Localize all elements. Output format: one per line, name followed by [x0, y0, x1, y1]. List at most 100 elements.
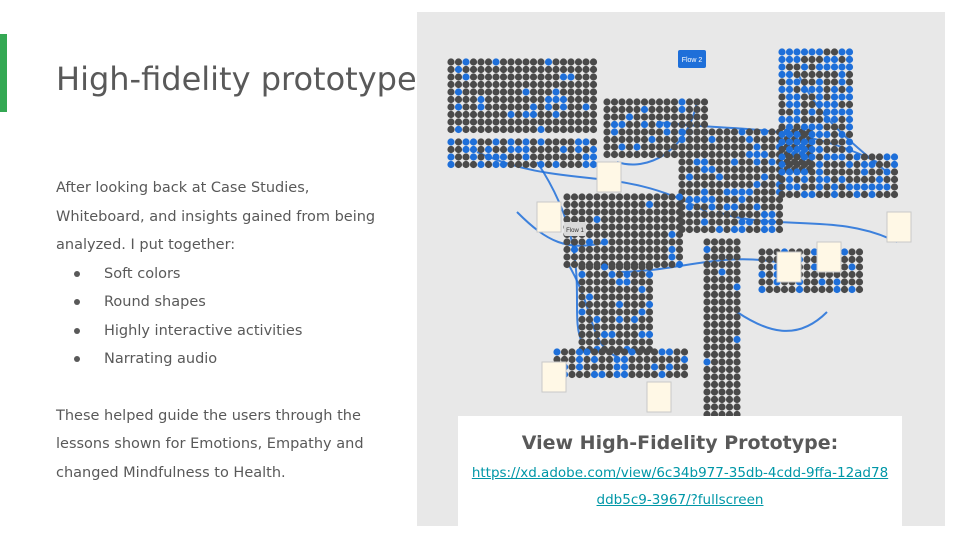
- flow-node: [469, 103, 478, 111]
- flow-node: [693, 120, 701, 129]
- flow-node: [559, 80, 568, 89]
- flow-node: [578, 308, 586, 316]
- flow-node: [815, 115, 824, 124]
- flow-node: [537, 110, 545, 119]
- flow-node: [544, 145, 553, 154]
- flow-node: [628, 370, 636, 379]
- flow-node: [633, 150, 641, 159]
- flow-node: [585, 330, 594, 339]
- prototype-link[interactable]: https://xd.adobe.com/view/6c34b977-35db-…: [471, 465, 889, 508]
- flow-node: [559, 58, 568, 66]
- flow-node: [553, 348, 561, 356]
- flow-node: [648, 98, 656, 106]
- flow-node: [680, 363, 689, 371]
- flow-node: [723, 135, 731, 144]
- flow-node: [645, 253, 654, 261]
- flow-node: [615, 193, 624, 201]
- flow-node: [507, 58, 515, 66]
- flow-node: [725, 373, 734, 381]
- flow-node: [600, 238, 609, 246]
- flow-node: [853, 190, 861, 199]
- flow-node: [454, 95, 463, 104]
- flow-node: [605, 348, 614, 356]
- flow-node: [578, 315, 586, 324]
- flow-node: [815, 145, 824, 154]
- flow-node: [710, 350, 719, 359]
- flow-node: [593, 200, 601, 209]
- flow-node: [765, 255, 774, 264]
- flow-node: [665, 370, 674, 379]
- flow-node: [638, 323, 646, 331]
- flow-node: [625, 128, 634, 136]
- flow-node: [469, 118, 478, 126]
- flow-node: [845, 138, 854, 146]
- flow-node: [645, 200, 654, 209]
- flow-node: [700, 180, 709, 189]
- flow-node: [648, 105, 656, 114]
- flow-node: [593, 338, 601, 346]
- flow-node: [613, 363, 621, 371]
- flow-node: [778, 63, 786, 71]
- flow-node: [469, 58, 478, 66]
- flow-node: [578, 323, 586, 331]
- flow-node: [823, 123, 831, 131]
- flow-node: [663, 120, 671, 129]
- flow-node: [608, 315, 616, 324]
- flow-node: [718, 380, 726, 389]
- flow-node: [685, 210, 694, 219]
- flow-node: [537, 145, 545, 154]
- flow-node: [537, 58, 545, 66]
- flow-node: [653, 193, 661, 201]
- flow-node: [630, 238, 639, 246]
- flow-node: [693, 105, 701, 114]
- flow-node: [522, 118, 530, 126]
- flow-node: [700, 135, 709, 144]
- flow-node: [589, 65, 598, 74]
- flow-node: [559, 103, 568, 111]
- flow-node: [700, 120, 709, 129]
- flow-node: [492, 95, 500, 104]
- flow-node: [710, 253, 719, 261]
- flow-node: [563, 200, 571, 209]
- flow-node: [663, 135, 671, 144]
- flow-node: [793, 85, 801, 94]
- flow-node: [730, 150, 739, 159]
- flow-node: [823, 48, 831, 56]
- flow-node: [808, 160, 816, 169]
- flow-node: [514, 95, 523, 104]
- flow-node: [578, 330, 586, 339]
- flow-node: [638, 193, 646, 201]
- flow-node: [758, 270, 766, 279]
- flow-node: [623, 293, 631, 301]
- flow-node: [544, 73, 553, 81]
- flow-node: [454, 65, 463, 74]
- flow-node: [710, 238, 719, 246]
- flow-node: [793, 160, 801, 169]
- flow-node: [608, 215, 616, 224]
- flow-node: [708, 188, 716, 196]
- flow-node: [860, 175, 869, 184]
- flow-node: [703, 283, 711, 291]
- flow-node: [723, 165, 731, 174]
- flow-node: [723, 195, 731, 204]
- flow-node: [469, 95, 478, 104]
- flow-node: [838, 160, 846, 169]
- flow-node: [658, 363, 666, 371]
- flow-node: [673, 370, 681, 379]
- flow-node: [838, 85, 846, 94]
- flow-node: [653, 215, 661, 224]
- flow-node: [570, 238, 579, 246]
- flow-node: [585, 338, 594, 346]
- flow-node: [610, 105, 619, 114]
- flow-node: [593, 230, 601, 239]
- flow-node: [630, 323, 639, 331]
- flow-node: [660, 260, 669, 269]
- flow-node: [618, 98, 626, 106]
- flow-node: [710, 388, 719, 396]
- flow-node: [808, 55, 816, 64]
- flow-node: [833, 270, 841, 279]
- flow-node: [645, 285, 654, 294]
- flow-node: [785, 138, 794, 146]
- flow-node: [655, 98, 664, 106]
- flow-node: [738, 150, 746, 159]
